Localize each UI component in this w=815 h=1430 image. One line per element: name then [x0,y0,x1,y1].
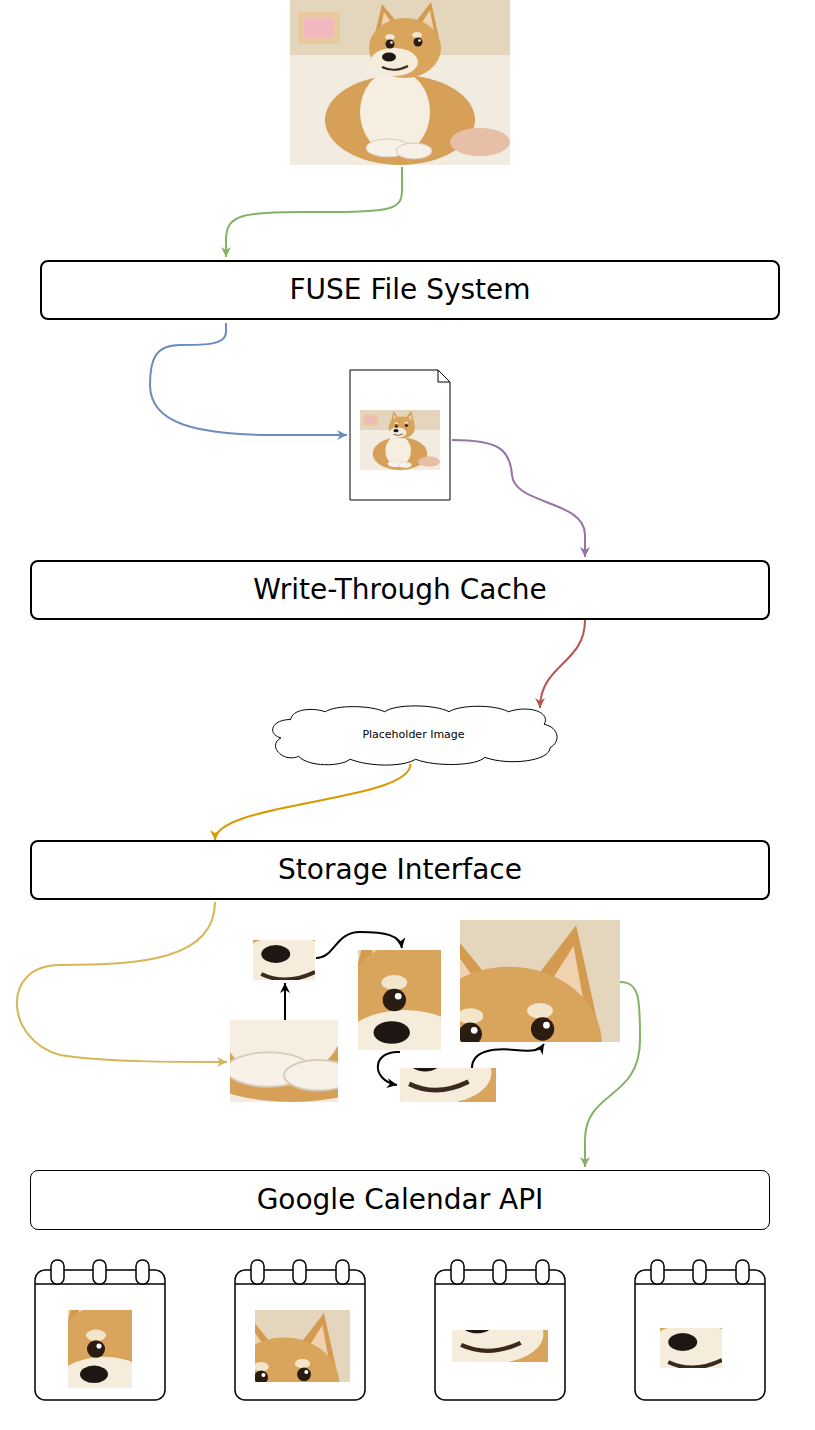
flow-connector [540,620,585,708]
calendar-icon [478,1228,815,1430]
image-pieces [71,840,526,1170]
node-label: Write-Through Cache [253,573,547,607]
cloud-shape: Placeholder Image [265,703,562,767]
flow-arrow [585,982,640,1167]
process-box: Write-Through Cache [30,560,770,620]
calendar-icon [0,1202,815,1430]
image-pieces [212,920,780,1348]
calendar-icon [136,1260,149,1284]
flow-arrow [17,167,640,1167]
file-icon [350,370,450,500]
flow-arrow [316,932,402,958]
calendar-icon [251,1260,264,1284]
flow-arrow [150,323,347,435]
flow-connector [215,764,411,840]
flow-arrow [17,902,227,1062]
flow-arrow [226,167,402,257]
calendar-icon [478,1228,815,1430]
node-label: Google Calendar API [257,1183,544,1217]
calendar-icon [493,1260,506,1284]
image-pieces [199,932,702,1306]
image-pieces [212,920,780,1348]
flow-arrow [472,1044,544,1068]
node-label: FUSE File System [289,273,530,307]
calendar-icon [336,1260,349,1284]
calendar-icon [93,1260,106,1284]
image-pieces [71,840,526,1170]
flow-arrow [378,1052,400,1085]
image-pieces [199,932,702,1306]
calendar-icon [51,1260,64,1284]
calendar-icon [108,1260,445,1430]
calendar-icon [651,1260,664,1284]
doge-photo [290,0,510,165]
node-label: Storage Interface [278,853,522,887]
calendar-icon [536,1260,549,1284]
api-box: Google Calendar API [30,1170,770,1230]
flow-arrow [452,440,585,557]
flow-arrow [284,983,286,1020]
calendar-icon [478,1228,815,1430]
calendar-icon [108,1310,445,1430]
doge-photo [290,0,510,165]
process-box: FUSE File System [40,260,780,320]
calendar-icon [736,1260,749,1284]
calendar-icon [451,1260,464,1284]
file-icon [360,410,440,470]
calendar-icon [108,1310,445,1430]
process-box: Storage Interface [30,840,770,900]
file-icon [350,370,450,500]
calendar-icon [693,1260,706,1284]
node-label: Placeholder Image [362,728,464,741]
cloud-outline [265,703,562,767]
image-pieces [71,787,780,1348]
file-icon [438,370,450,382]
cloud-outline [273,706,557,765]
calendar-icon [293,1260,306,1284]
